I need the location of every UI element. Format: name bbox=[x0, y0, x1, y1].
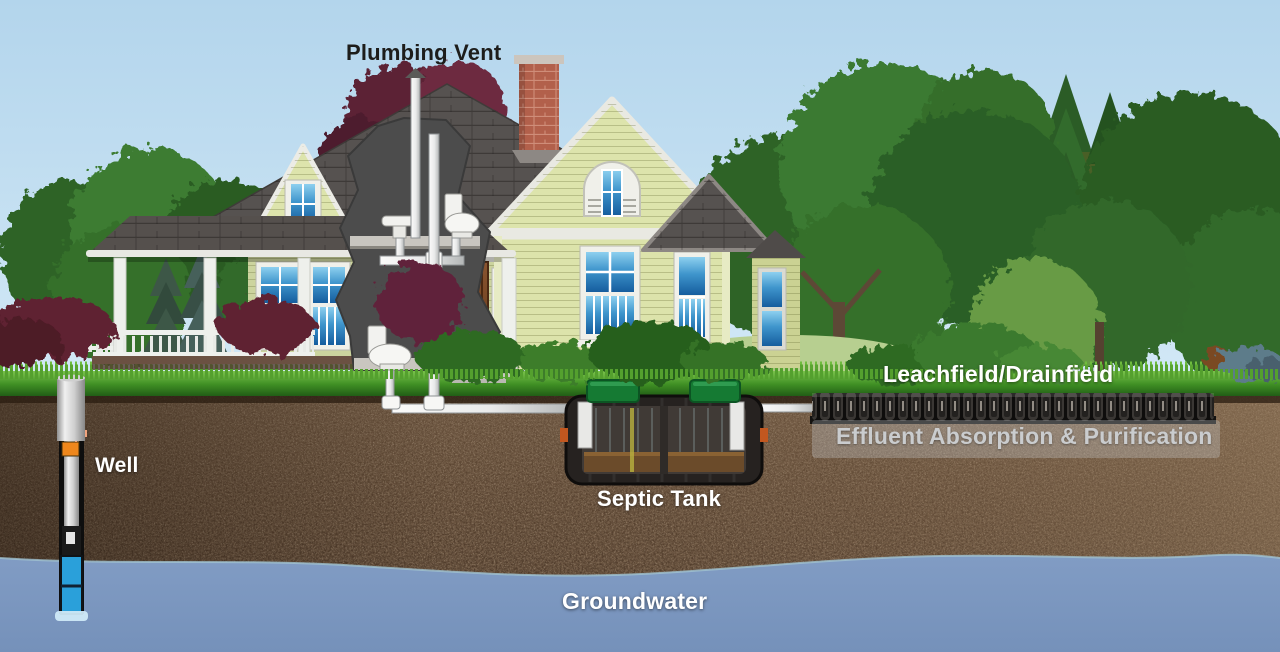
leachfield-label: Leachfield/Drainfield bbox=[883, 361, 1114, 387]
septic-tank-label: Septic Tank bbox=[597, 486, 722, 511]
leachfield bbox=[810, 393, 1220, 458]
absorption-zone bbox=[812, 420, 1220, 458]
chimney bbox=[512, 55, 566, 163]
groundwater-label: Groundwater bbox=[562, 588, 708, 614]
groundwater bbox=[0, 553, 1280, 652]
porch-window-2 bbox=[307, 261, 351, 351]
plumbing-vent-label: Plumbing Vent bbox=[346, 40, 502, 65]
septic-tank-risers bbox=[586, 379, 741, 403]
vent-pipe bbox=[410, 75, 421, 239]
well-label: Well bbox=[95, 454, 139, 477]
septic-tank bbox=[560, 379, 768, 486]
vent-cap bbox=[405, 68, 426, 78]
upstairs-sink bbox=[381, 215, 419, 239]
well bbox=[55, 374, 88, 621]
effluent-label: Effluent Absorption & Purification bbox=[836, 423, 1213, 449]
upstairs-toilet bbox=[444, 193, 480, 239]
right-wing bbox=[641, 174, 806, 368]
foreground-bushes bbox=[0, 262, 1280, 384]
wing-window bbox=[757, 267, 787, 351]
attic-window bbox=[583, 161, 641, 217]
downstairs-toilet bbox=[367, 325, 412, 371]
